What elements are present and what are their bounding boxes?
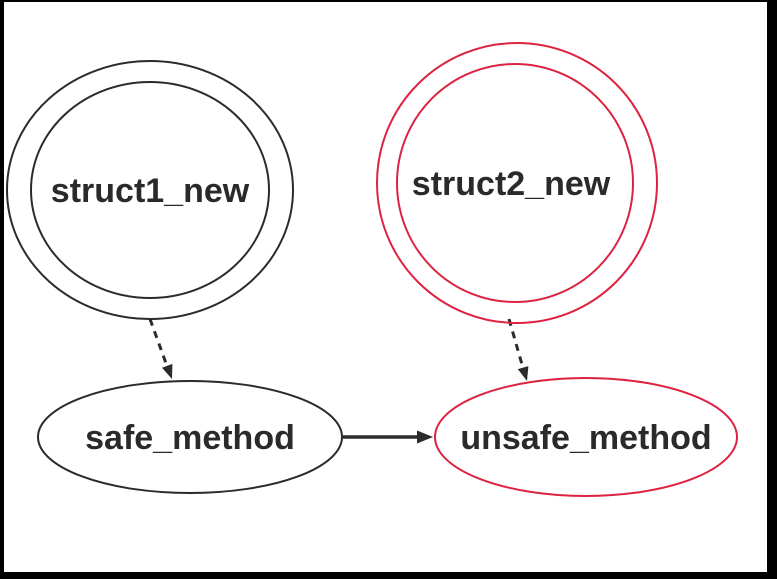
edge-safe-to-unsafe	[343, 430, 433, 444]
node-struct2-label: struct2_new	[412, 165, 611, 203]
edge-safe-to-unsafe-arrowhead-icon	[417, 430, 433, 444]
edge-struct1-to-safe	[148, 318, 173, 379]
edge-struct1-to-safe-arrowhead-icon	[162, 363, 173, 379]
edge-struct1-to-safe-line	[148, 318, 169, 367]
node-unsafe-method-label: unsafe_method	[460, 419, 711, 457]
edge-struct2-to-unsafe-line	[507, 318, 525, 369]
node-unsafe-method-ellipse	[434, 377, 738, 497]
node-struct1-label: struct1_new	[51, 172, 250, 210]
node-struct2-new: struct2_new	[376, 42, 658, 324]
node-struct1-new: struct1_new	[6, 60, 294, 320]
edge-struct2-to-unsafe	[507, 318, 529, 381]
node-safe-method: safe_method	[37, 380, 343, 494]
node-safe-method-label: safe_method	[85, 419, 295, 457]
node-struct2-outer-ring	[376, 42, 658, 324]
edge-struct2-to-unsafe-arrowhead-icon	[517, 366, 529, 381]
node-unsafe-method: unsafe_method	[434, 377, 738, 497]
node-struct2-inner-ring	[396, 63, 634, 303]
diagram-background	[4, 2, 767, 572]
node-safe-method-ellipse	[37, 380, 343, 494]
node-struct1-inner-ring	[30, 81, 270, 299]
node-struct1-outer-ring	[6, 60, 294, 320]
